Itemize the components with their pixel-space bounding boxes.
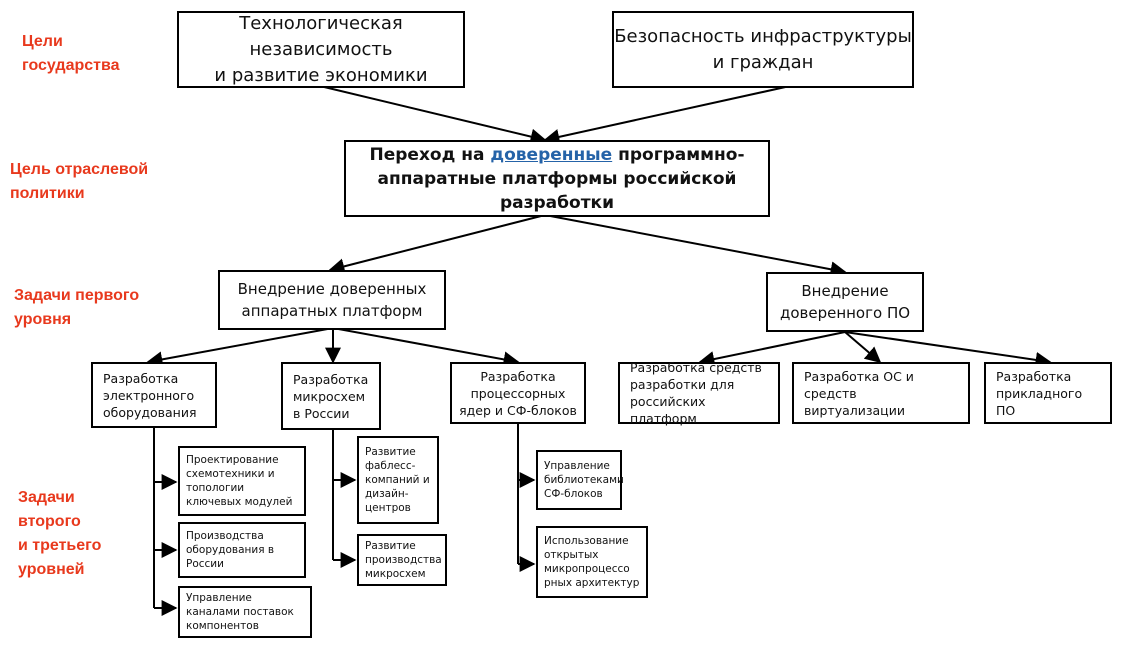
goal-box-independence: Технологическая независимость и развитие… [177,11,465,88]
arrow-center-to-software [544,214,847,278]
arrow-security-to-center [543,85,791,145]
arrow-software-to-apps [844,331,1052,368]
subtask-box-supply-management: Управление каналами поставок компонентов [178,586,312,638]
arrow-center-to-hardware [328,214,546,275]
subtask-box-ip-libraries: Управление библиотеками СФ-блоков [536,450,624,510]
label-tasks-second: Задачи второго и третьего уровней [18,489,102,578]
subtask-box-fabless: Развитие фаблесс- компаний и дизайн- цен… [357,436,439,524]
arrow-software-to-devtools [698,331,846,367]
trusted-link[interactable]: доверенные [490,144,613,165]
task-box-software: Внедрение доверенного ПО [766,272,924,332]
label-tasks-first: Задачи первого уровня [14,287,140,328]
subtask-box-equipment-production: Производства оборудования в России [178,522,306,578]
task-box-chips: Разработка микросхем в России [281,362,381,430]
arrow-hardware-to-electronics [146,327,334,368]
label-goals-state: Цели государства [22,33,120,74]
subtask-box-open-architectures: Использование открытых микропроцессо рны… [536,526,648,598]
task-box-hardware: Внедрение доверенных аппаратных платформ [218,270,446,330]
task-box-dev-tools: Разработка средств разработки для россий… [618,360,780,426]
goal-box-security: Безопасность инфраструктуры и граждан [612,11,914,88]
label-goal-policy: Цель отраслевой политики [10,161,149,202]
arrow-hardware-to-cores [332,327,520,368]
task-box-electronics: Разработка электронного оборудования [91,362,217,428]
arrow-independence-to-center [319,85,547,145]
task-box-cores: Разработка процессорных ядер и СФ-блоков [450,362,586,424]
subtask-box-circuit-design: Проектирование схемотехники и топологии … [178,446,306,516]
policy-goal-box: Переход на доверенные программно- аппара… [344,140,770,217]
task-box-os-virt: Разработка ОС и средств виртуализации [792,362,970,424]
subtask-box-chip-production: Развитие производства микросхем [357,534,447,586]
arrow-software-to-osvirt [844,331,882,364]
task-box-apps: Разработка прикладного ПО [984,362,1112,424]
